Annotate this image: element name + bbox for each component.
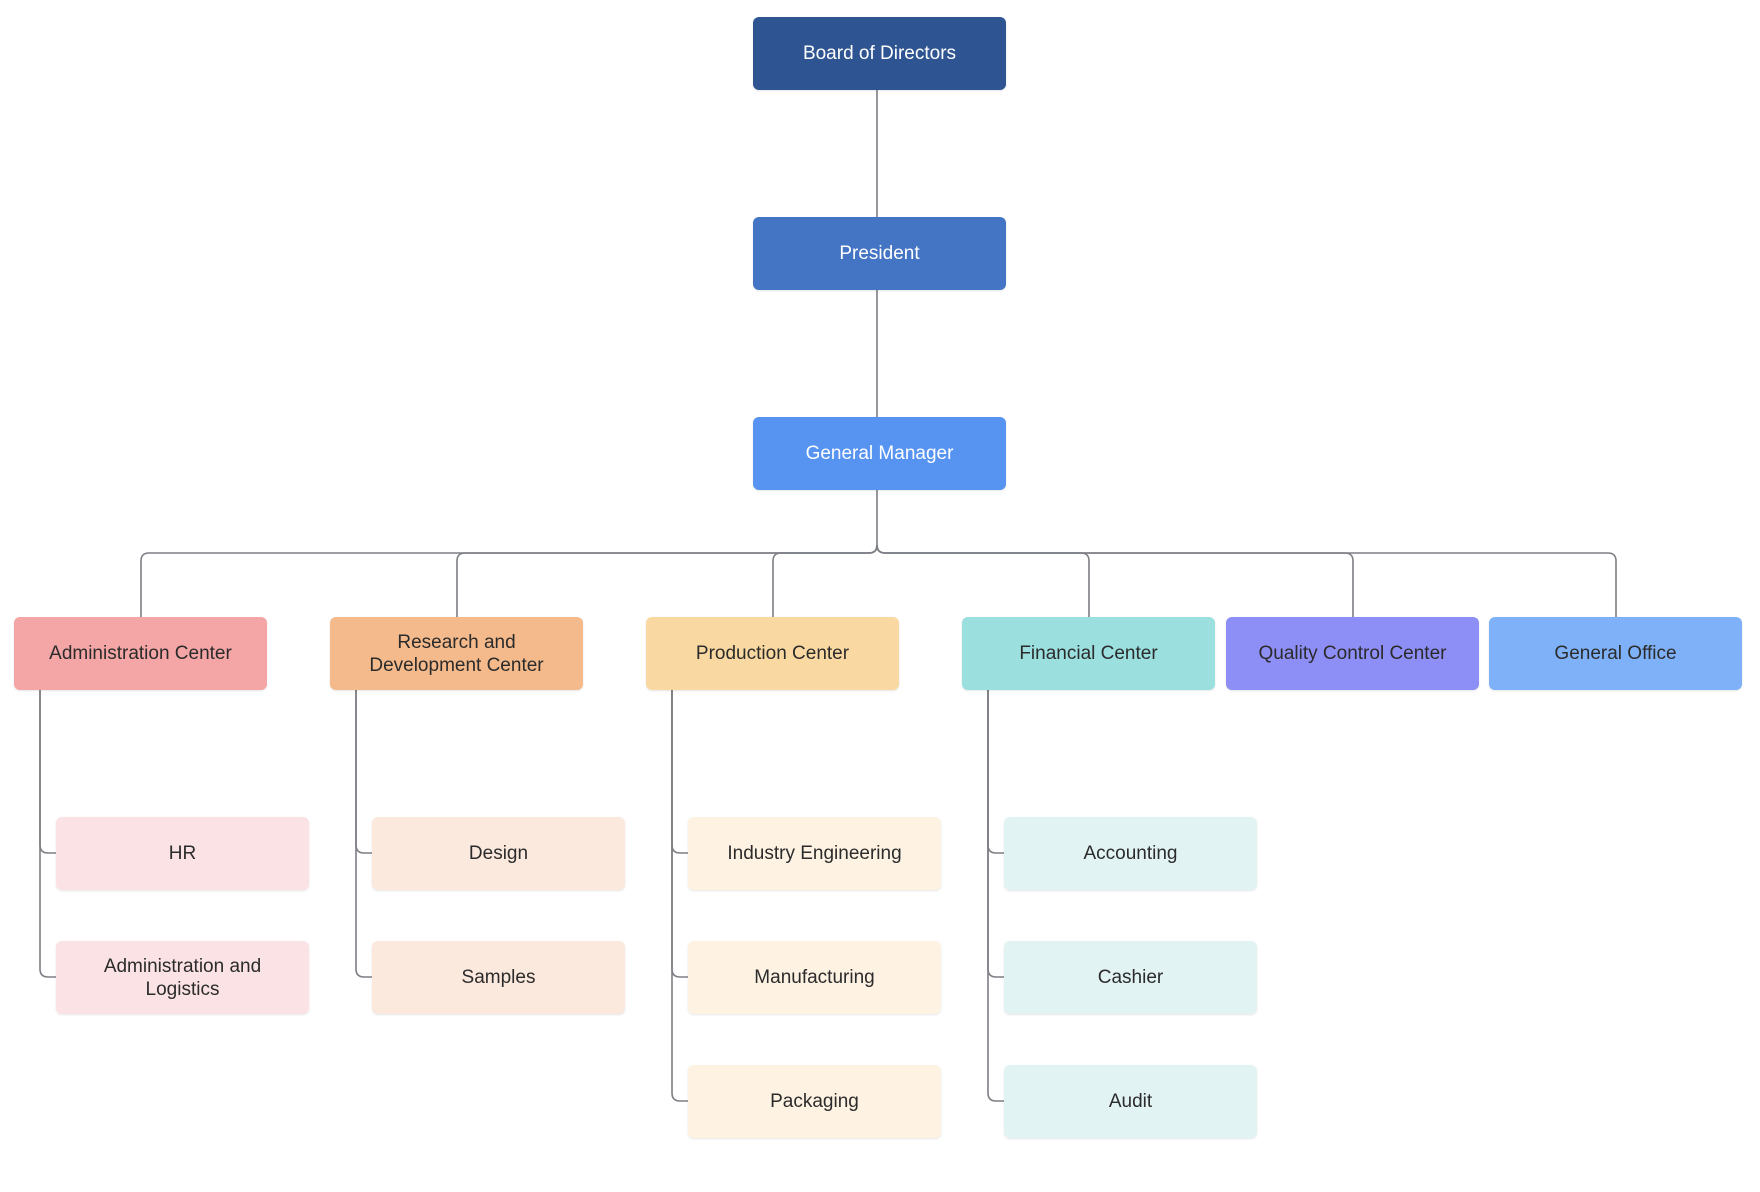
connector-rd-samples	[355, 690, 372, 978]
board-of-directors-node[interactable]: Board of Directors	[753, 17, 1006, 90]
cashier-node[interactable]: Cashier	[1004, 941, 1257, 1014]
packaging-node[interactable]: Packaging	[688, 1065, 941, 1138]
connector-gm-to-research	[456, 544, 878, 617]
accounting-node[interactable]: Accounting	[1004, 817, 1257, 890]
audit-node[interactable]: Audit	[1004, 1065, 1257, 1138]
connector-prod-pack	[671, 690, 688, 1102]
connector-gm-to-production	[772, 544, 878, 617]
connector-gm-to-financial	[876, 544, 1090, 617]
quality-control-center-node[interactable]: Quality Control Center	[1226, 617, 1479, 690]
manufacturing-node[interactable]: Manufacturing	[688, 941, 941, 1014]
general-manager-node[interactable]: General Manager	[753, 417, 1006, 490]
industry-engineering-node[interactable]: Industry Engineering	[688, 817, 941, 890]
research-development-center-node[interactable]: Research and Development Center	[330, 617, 583, 690]
connector-gm-to-general-office	[876, 544, 1617, 617]
president-node[interactable]: President	[753, 217, 1006, 290]
production-center-node[interactable]: Production Center	[646, 617, 899, 690]
connector-prod-ie	[671, 690, 688, 854]
connector-admin-logistics	[39, 690, 56, 978]
connector-fin-acct	[987, 690, 1004, 854]
connector-gm-to-administration	[140, 544, 878, 617]
connector-prod-mfg	[671, 690, 688, 978]
general-office-node[interactable]: General Office	[1489, 617, 1742, 690]
connector-admin-hr	[39, 690, 56, 854]
financial-center-node[interactable]: Financial Center	[962, 617, 1215, 690]
administration-center-node[interactable]: Administration Center	[14, 617, 267, 690]
connector-rd-design	[355, 690, 372, 854]
design-node[interactable]: Design	[372, 817, 625, 890]
connector-fin-cash	[987, 690, 1004, 978]
connector-gm-to-quality	[876, 544, 1354, 617]
administration-logistics-node[interactable]: Administration and Logistics	[56, 941, 309, 1014]
hr-node[interactable]: HR	[56, 817, 309, 890]
connector-fin-audit	[987, 690, 1004, 1102]
samples-node[interactable]: Samples	[372, 941, 625, 1014]
